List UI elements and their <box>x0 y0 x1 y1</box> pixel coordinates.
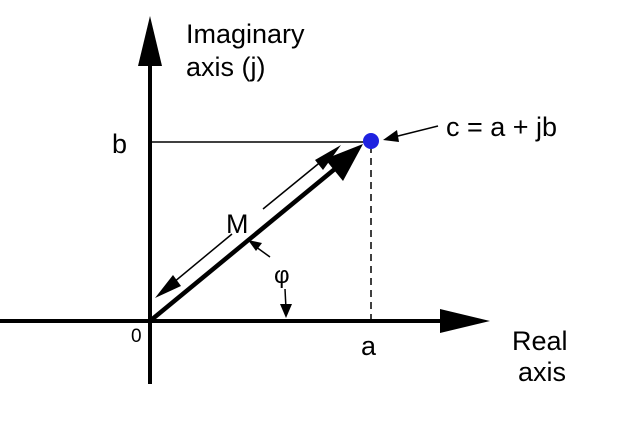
magnitude-dimension-arrowhead-upper <box>315 145 341 170</box>
a-label: a <box>361 331 377 361</box>
imaginary-axis-arrowhead <box>138 16 162 66</box>
magnitude-dimension-arrowhead-lower <box>155 275 181 298</box>
imaginary-axis-label-line2: axis (j) <box>186 52 266 82</box>
magnitude-label: M <box>226 209 249 239</box>
point-c-label: c = a + jb <box>446 112 557 142</box>
real-axis-label-line1: Real <box>512 326 568 356</box>
origin-label: 0 <box>131 326 142 347</box>
real-axis-label-line2: axis <box>518 357 566 387</box>
vector-m-shaft <box>148 166 338 323</box>
point-c-pointer-line <box>393 125 439 138</box>
angle-phi-label: φ <box>274 262 290 289</box>
angle-pointer-upper-arrowhead <box>248 240 262 251</box>
real-axis-arrowhead <box>440 309 490 333</box>
angle-pointer-lower-arrowhead <box>280 304 292 318</box>
b-label: b <box>112 129 127 159</box>
point-c-pointer-arrowhead <box>383 130 399 142</box>
vector-m-arrowhead <box>325 144 363 181</box>
point-c-dot <box>363 133 379 149</box>
imaginary-axis-label-line1: Imaginary <box>186 19 305 49</box>
